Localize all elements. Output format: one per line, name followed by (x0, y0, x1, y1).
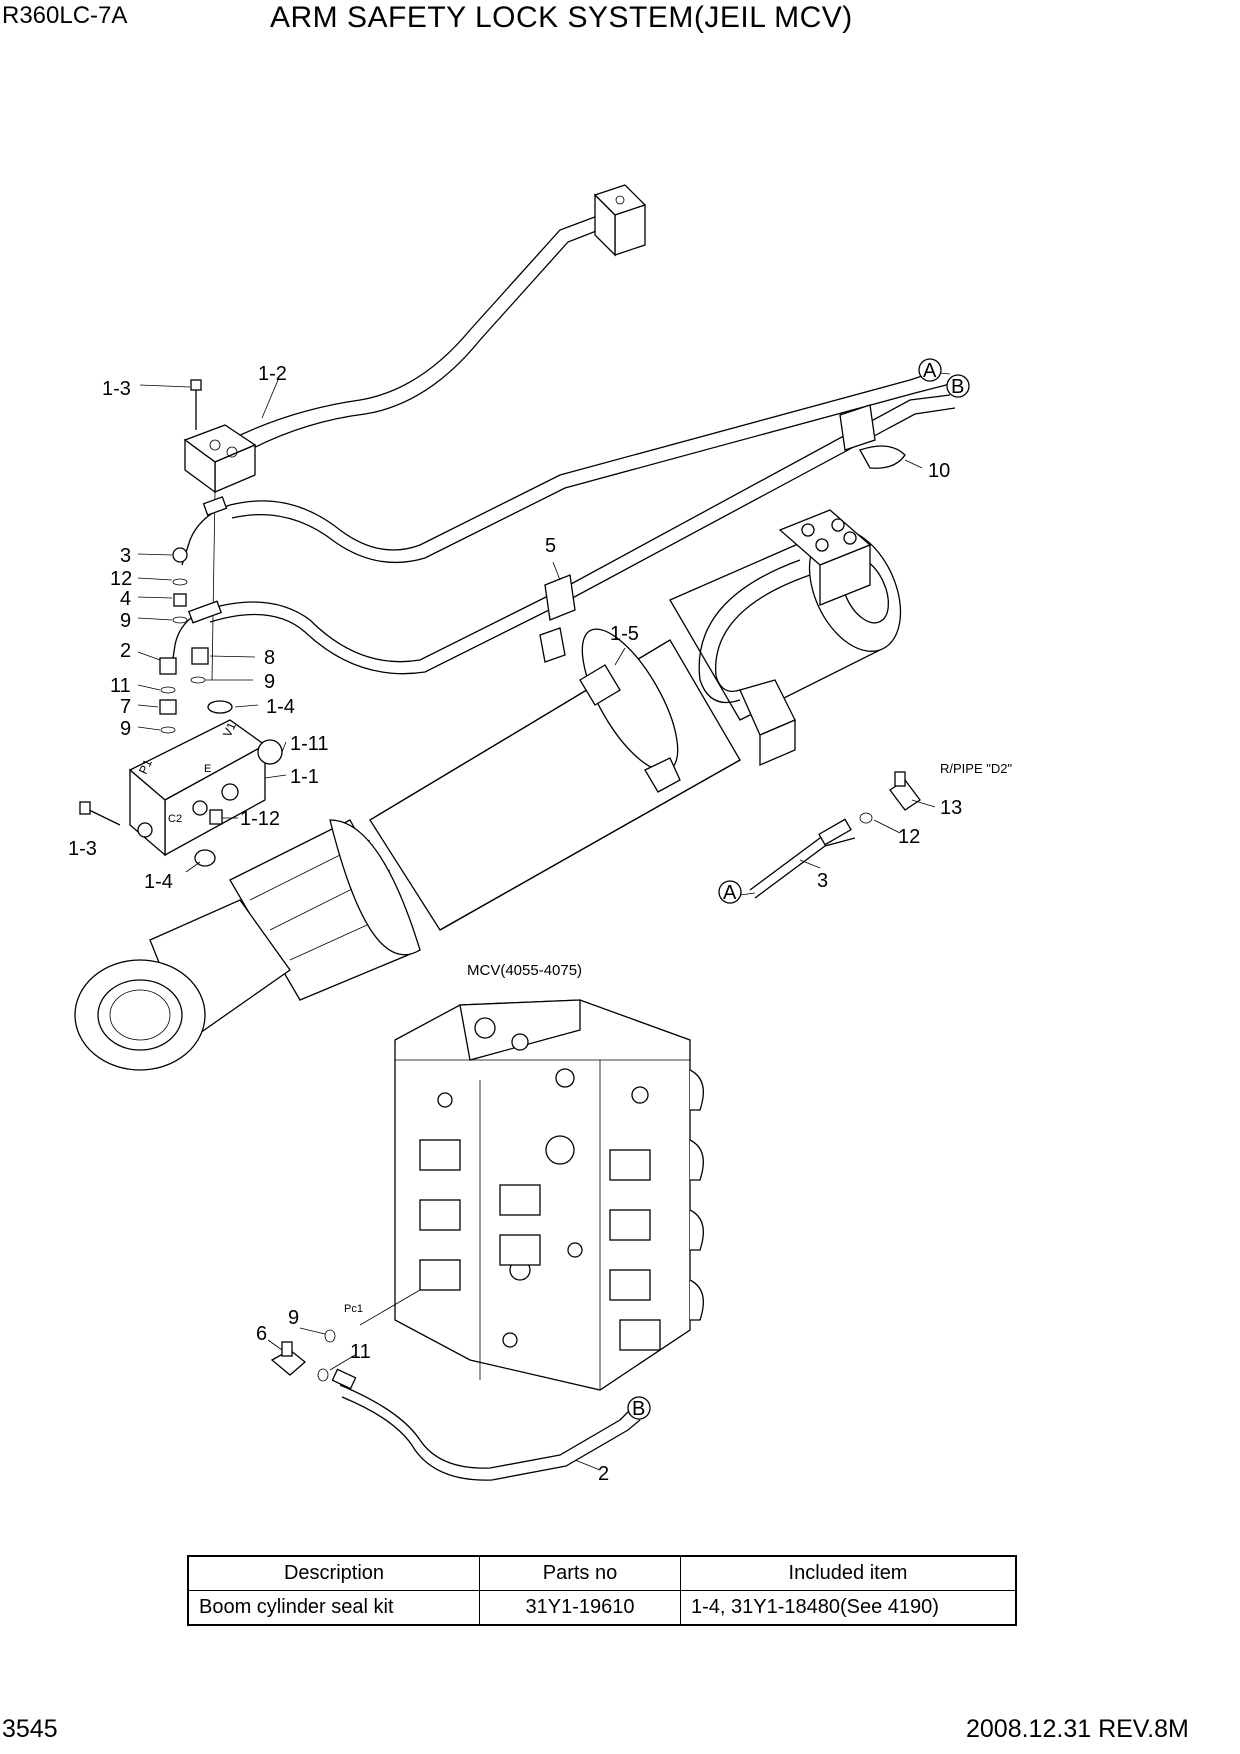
revision-date: 2008.12.31 REV.8M (966, 1715, 1189, 1743)
callout-1-5: 1-5 (610, 623, 639, 645)
callout-1-12: 1-12 (240, 808, 280, 830)
callout-1-4-bottom: 1-4 (144, 871, 173, 893)
safety-lock-piping: P1 V1 C2 E (79, 184, 956, 899)
port-c2-label: C2 (168, 813, 182, 825)
callout-8: 8 (264, 647, 275, 669)
callout-13: 13 (940, 797, 962, 819)
port-v1-label: V1 (220, 720, 239, 740)
parts-table: Description Parts no Included item Boom … (187, 1555, 1017, 1626)
port-e-label: E (204, 763, 211, 775)
callout-9-b: 9 (264, 671, 275, 693)
callout-9-c: 9 (120, 718, 131, 740)
cell-description: Boom cylinder seal kit (188, 1590, 480, 1625)
callout-b-bottom: B (632, 1398, 645, 1420)
parts-table-header-row: Description Parts no Included item (188, 1556, 1016, 1591)
callout-9-a: 9 (120, 610, 131, 632)
callout-12-right: 12 (898, 826, 920, 848)
callout-9-mcv: 9 (288, 1307, 299, 1329)
callout-6: 6 (256, 1323, 267, 1345)
rpipe-label: R/PIPE "D2" (940, 761, 1012, 776)
mcv-fittings (270, 1329, 641, 1481)
callout-2-left: 2 (120, 640, 131, 662)
callout-1-11: 1-11 (290, 733, 329, 755)
callout-7: 7 (120, 696, 131, 718)
callout-10: 10 (928, 460, 950, 482)
callout-3-right: 3 (817, 870, 828, 892)
callout-11-mcv: 11 (350, 1341, 371, 1363)
model-code: R360LC-7A (2, 2, 128, 29)
main-control-valve (359, 999, 704, 1391)
callout-1-3-top: 1-3 (102, 378, 131, 400)
pc1-label: Pc1 (344, 1303, 363, 1315)
callout-11-left: 11 (110, 675, 131, 697)
callout-12-left: 12 (110, 568, 132, 590)
leader-lines (137, 371, 951, 1471)
callout-a-top: A (923, 360, 937, 382)
page-number: 3545 (2, 1715, 58, 1743)
cell-parts-no: 31Y1-19610 (479, 1590, 681, 1625)
header-included-item: Included item (680, 1556, 1016, 1591)
callout-3-left: 3 (120, 545, 131, 567)
part-callouts: 1-3 1-2 A B 10 3 12 4 9 2 8 9 11 7 1-4 9… (68, 358, 1012, 1485)
callout-1-1: 1-1 (290, 766, 319, 788)
callout-b-top: B (951, 376, 964, 398)
callout-1-4-top: 1-4 (266, 696, 295, 718)
callout-a-bottom: A (723, 882, 737, 904)
table-row: Boom cylinder seal kit 31Y1-19610 1-4, 3… (188, 1590, 1016, 1625)
arm-cylinder-assembly (74, 509, 902, 1071)
port-p1-label: P1 (136, 757, 155, 777)
callout-4: 4 (120, 588, 131, 610)
header-description: Description (188, 1556, 480, 1591)
callout-5: 5 (545, 535, 556, 557)
header-parts-no: Parts no (479, 1556, 681, 1591)
callout-2-bottom: 2 (598, 1463, 609, 1485)
callout-1-3-bottom: 1-3 (68, 838, 97, 860)
mcv-label: MCV(4055-4075) (467, 962, 582, 979)
page-title: ARM SAFETY LOCK SYSTEM(JEIL MCV) (270, 1, 853, 34)
cell-included-item: 1-4, 31Y1-18480(See 4190) (680, 1590, 1016, 1625)
callout-1-2: 1-2 (258, 363, 287, 385)
